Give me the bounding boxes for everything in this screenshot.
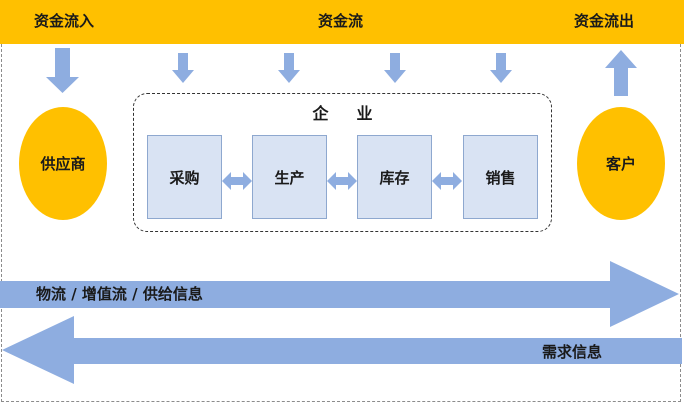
capital-inflow-label: 资金流入 — [34, 12, 95, 30]
customer-node: 客户 — [577, 107, 665, 220]
capital-flow-arrow-2 — [278, 53, 300, 83]
step-label: 销售 — [485, 168, 516, 187]
double-arrow-2 — [327, 172, 357, 190]
double-arrow-1 — [222, 172, 252, 190]
capital-flow-arrow-3 — [384, 53, 406, 83]
capital-flow-label: 资金流 — [318, 12, 364, 30]
supplier-label: 供应商 — [40, 155, 86, 173]
forward-flow-label: 物流 / 增值流 / 供给信息 — [36, 285, 203, 303]
step-label: 库存 — [379, 168, 410, 187]
capital-flow-arrow-4 — [490, 53, 512, 83]
step-procurement: 采购 — [147, 135, 222, 219]
backward-flow-arrow — [2, 316, 682, 384]
capital-outflow-label: 资金流出 — [574, 12, 635, 30]
step-inventory: 库存 — [357, 135, 432, 219]
backward-flow-label: 需求信息 — [542, 343, 603, 361]
inflow-down-arrow — [46, 48, 79, 93]
step-label: 采购 — [169, 168, 200, 187]
capital-flow-band — [0, 0, 684, 44]
customer-label: 客户 — [605, 155, 636, 173]
capital-flow-arrow-1 — [172, 53, 194, 83]
forward-flow-arrow — [0, 261, 679, 327]
supplier-node: 供应商 — [19, 107, 107, 220]
step-production: 生产 — [252, 135, 327, 219]
enterprise-title: 企业 — [312, 104, 401, 123]
diagram-frame — [1, 44, 681, 402]
double-arrow-3 — [432, 172, 462, 190]
step-label: 生产 — [274, 168, 305, 187]
outflow-up-arrow — [605, 50, 637, 96]
step-sales: 销售 — [463, 135, 538, 219]
enterprise-boundary — [133, 93, 552, 232]
